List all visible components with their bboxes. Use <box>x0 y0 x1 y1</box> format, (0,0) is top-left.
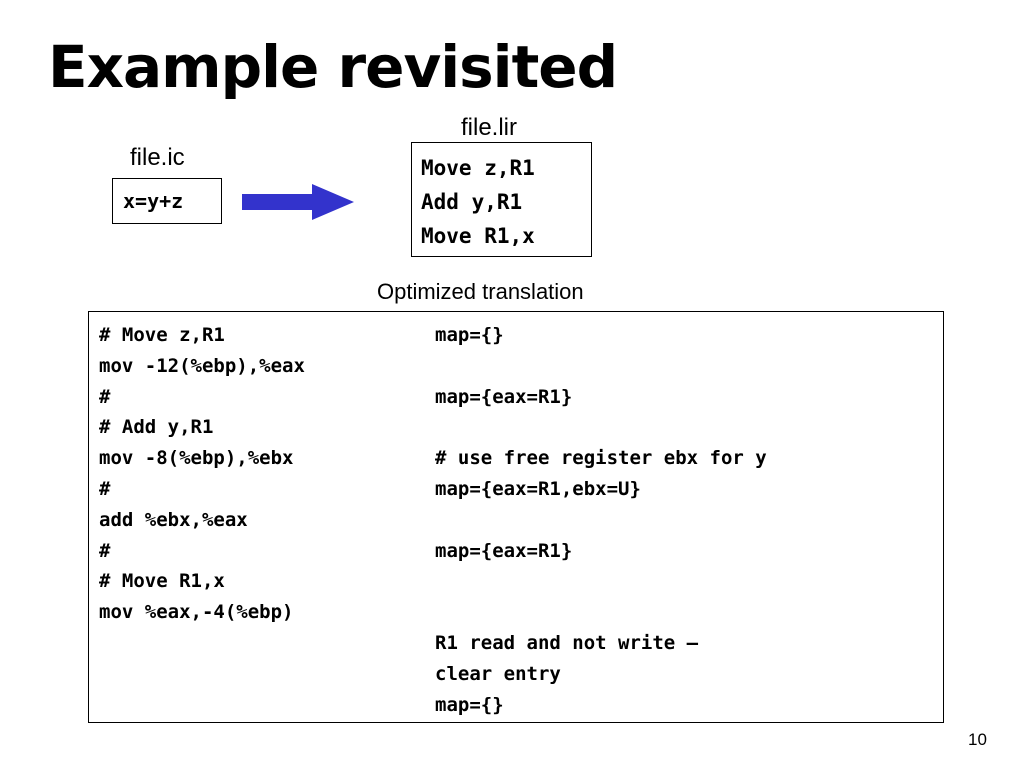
optimized-code-box: # Move z,R1 map={} mov -12(%ebp),%eax # … <box>88 311 944 723</box>
code-instruction <box>99 628 435 659</box>
code-instruction <box>99 659 435 690</box>
code-row: R1 read and not write – <box>99 628 943 659</box>
code-row: clear entry <box>99 659 943 690</box>
code-annotation: map={} <box>435 324 504 346</box>
code-row: # Add y,R1 <box>99 412 943 443</box>
code-row: mov -8(%ebp),%ebx # use free register eb… <box>99 443 943 474</box>
optimized-translation-caption: Optimized translation <box>377 279 584 304</box>
lir-code-line: Add y,R1 <box>421 190 523 214</box>
ic-code-box: x=y+z <box>112 178 222 224</box>
code-instruction: mov -8(%ebp),%ebx <box>99 447 294 470</box>
code-instruction: add %ebx,%eax <box>99 508 248 531</box>
ic-code-text: x=y+z <box>123 189 184 213</box>
code-row: # Move R1,x <box>99 566 943 597</box>
code-annotation: R1 read and not write – <box>435 631 699 654</box>
code-instruction: # <box>99 477 111 500</box>
code-annotation: map={} <box>435 693 504 716</box>
code-row: # map={eax=R1,ebx=U} <box>99 474 943 505</box>
code-instruction: mov -12(%ebp),%eax <box>99 354 305 377</box>
right-arrow-shape <box>242 184 354 220</box>
code-instruction: mov %eax,-4(%ebp) <box>99 601 294 624</box>
code-instruction: # <box>99 385 111 408</box>
code-annotation: map={eax=R1} <box>435 385 573 408</box>
lir-code-box: Move z,R1 Add y,R1 Move R1,x <box>411 142 592 257</box>
ic-file-label: file.ic <box>130 144 185 171</box>
slide-title: Example revisited <box>48 33 618 101</box>
right-arrow-icon <box>242 184 354 220</box>
code-instruction: # <box>99 539 111 562</box>
code-annotation: map={eax=R1,ebx=U} <box>435 477 641 500</box>
lir-code-line: Move z,R1 <box>421 156 535 180</box>
code-annotation: map={eax=R1} <box>435 539 573 562</box>
code-row: mov %eax,-4(%ebp) <box>99 597 943 628</box>
code-row: # map={eax=R1} <box>99 536 943 567</box>
code-annotation: clear entry <box>435 662 561 685</box>
code-instruction: # Move z,R1 <box>99 324 225 346</box>
code-row: # Move z,R1 map={} <box>99 320 943 351</box>
code-row: add %ebx,%eax <box>99 505 943 536</box>
lir-code-line: Move R1,x <box>421 224 535 248</box>
code-annotation: # use free register ebx for y <box>435 447 767 470</box>
page-number: 10 <box>968 730 987 749</box>
code-row: # map={eax=R1} <box>99 382 943 413</box>
code-instruction: # Add y,R1 <box>99 416 214 439</box>
lir-file-label: file.lir <box>461 114 518 141</box>
code-row: mov -12(%ebp),%eax <box>99 351 943 382</box>
code-instruction: # Move R1,x <box>99 570 225 593</box>
code-row: map={} <box>99 690 943 721</box>
code-instruction <box>99 690 435 721</box>
